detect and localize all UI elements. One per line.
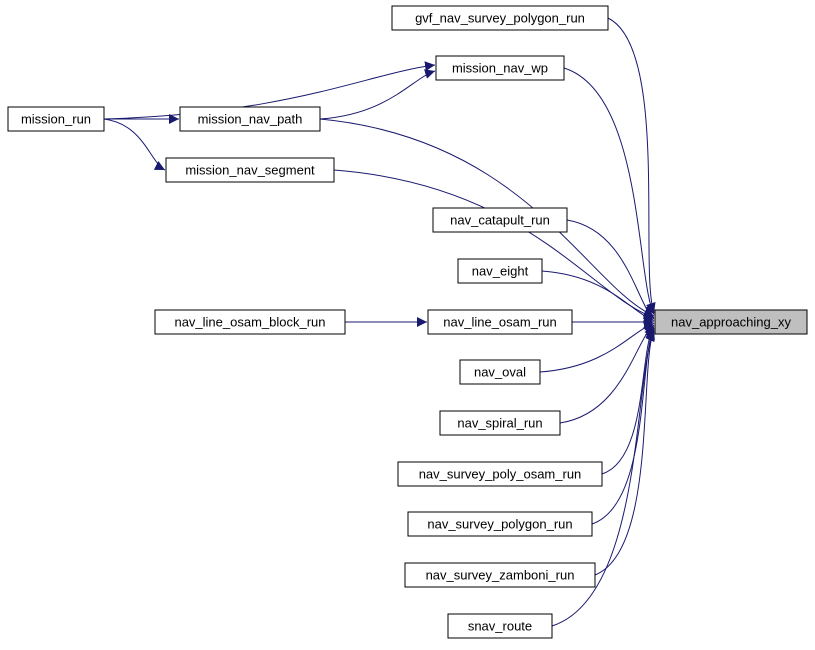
graph-node-label-nav_survey_polygon_run: nav_survey_polygon_run <box>427 517 572 532</box>
graph-node-box-nav_eight[interactable] <box>457 258 543 284</box>
graph-node-box-nav_approaching_xy <box>654 309 808 335</box>
graph-node-label-mission_run: mission_run <box>21 112 91 127</box>
graph-node-nav_catapult_run[interactable]: nav_catapult_run <box>432 207 568 233</box>
graph-node-nav_survey_zamboni_run[interactable]: nav_survey_zamboni_run <box>404 562 596 588</box>
graph-node-box-nav_survey_zamboni_run[interactable] <box>404 562 596 588</box>
graph-node-box-mission_nav_segment[interactable] <box>165 157 335 183</box>
graph-node-box-snav_route[interactable] <box>447 613 553 639</box>
graph-node-nav_approaching_xy: nav_approaching_xy <box>654 309 808 335</box>
graph-node-gvf_nav_survey_polygon_run[interactable]: gvf_nav_survey_polygon_run <box>391 5 609 31</box>
call-edge-mission_nav_segment-to-nav_approaching_xy <box>333 169 655 319</box>
call-edge-snav_route-to-nav_approaching_xy <box>551 330 655 627</box>
edge-layer <box>103 17 656 627</box>
graph-node-box-gvf_nav_survey_polygon_run[interactable] <box>391 5 609 31</box>
graph-node-label-nav_eight: nav_eight <box>472 264 529 279</box>
node-layer: gvf_nav_survey_polygon_run mission_nav_wp… <box>7 5 808 639</box>
graph-node-label-nav_line_osam_run: nav_line_osam_run <box>443 315 556 330</box>
call-edge-nav_catapult_run-to-nav_approaching_xy <box>566 219 655 320</box>
graph-node-label-nav_spiral_run: nav_spiral_run <box>457 416 542 431</box>
graph-node-label-mission_nav_wp: mission_nav_wp <box>452 61 548 76</box>
call-edge-gvf_nav_survey_polygon_run-to-nav_approaching_xy <box>607 17 656 314</box>
graph-node-mission_run[interactable]: mission_run <box>7 106 105 132</box>
graph-node-box-mission_nav_wp[interactable] <box>435 55 565 81</box>
graph-node-label-gvf_nav_survey_polygon_run: gvf_nav_survey_polygon_run <box>415 11 585 26</box>
graph-node-label-nav_survey_zamboni_run: nav_survey_zamboni_run <box>426 568 575 583</box>
graph-node-box-nav_survey_polygon_run[interactable] <box>407 511 593 537</box>
graph-node-nav_line_osam_block_run[interactable]: nav_line_osam_block_run <box>154 309 346 335</box>
graph-node-box-nav_spiral_run[interactable] <box>439 410 561 436</box>
graph-node-nav_spiral_run[interactable]: nav_spiral_run <box>439 410 561 436</box>
graph-node-label-nav_approaching_xy: nav_approaching_xy <box>671 315 791 330</box>
graph-node-nav_survey_polygon_run[interactable]: nav_survey_polygon_run <box>407 511 593 537</box>
graph-node-mission_nav_segment[interactable]: mission_nav_segment <box>165 157 335 183</box>
graph-node-label-mission_nav_path: mission_nav_path <box>198 112 303 127</box>
graph-node-nav_line_osam_run[interactable]: nav_line_osam_run <box>427 309 573 335</box>
graph-node-box-nav_line_osam_block_run[interactable] <box>154 309 346 335</box>
graph-node-box-nav_oval[interactable] <box>459 359 541 385</box>
graph-node-label-nav_survey_poly_osam_run: nav_survey_poly_osam_run <box>419 467 582 482</box>
call-edge-mission_run-to-mission_nav_segment <box>103 118 166 171</box>
call-edge-nav_survey_zamboni_run-to-nav_approaching_xy <box>594 329 655 576</box>
graph-node-box-nav_line_osam_run[interactable] <box>427 309 573 335</box>
graph-node-mission_nav_wp[interactable]: mission_nav_wp <box>435 55 565 81</box>
graph-node-label-nav_catapult_run: nav_catapult_run <box>450 213 550 228</box>
graph-node-label-nav_line_osam_block_run: nav_line_osam_block_run <box>174 315 325 330</box>
call-edge-mission_nav_path-to-mission_nav_wp <box>319 69 436 120</box>
graph-node-label-snav_route: snav_route <box>468 619 532 634</box>
graph-node-nav_oval[interactable]: nav_oval <box>459 359 541 385</box>
graph-node-box-nav_survey_poly_osam_run[interactable] <box>397 461 603 487</box>
graph-node-label-mission_nav_segment: mission_nav_segment <box>185 163 315 178</box>
call-edge-nav_eight-to-nav_approaching_xy <box>541 270 655 323</box>
graph-node-nav_eight[interactable]: nav_eight <box>457 258 543 284</box>
graph-node-nav_survey_poly_osam_run[interactable]: nav_survey_poly_osam_run <box>397 461 603 487</box>
call-edge-mission_nav_wp-to-nav_approaching_xy <box>563 67 655 315</box>
graph-node-box-mission_nav_path[interactable] <box>179 106 321 132</box>
graph-node-box-mission_run[interactable] <box>7 106 105 132</box>
graph-node-snav_route[interactable]: snav_route <box>447 613 553 639</box>
graph-node-mission_nav_path[interactable]: mission_nav_path <box>179 106 321 132</box>
graph-node-box-nav_catapult_run[interactable] <box>432 207 568 233</box>
graph-node-label-nav_oval: nav_oval <box>474 365 526 380</box>
